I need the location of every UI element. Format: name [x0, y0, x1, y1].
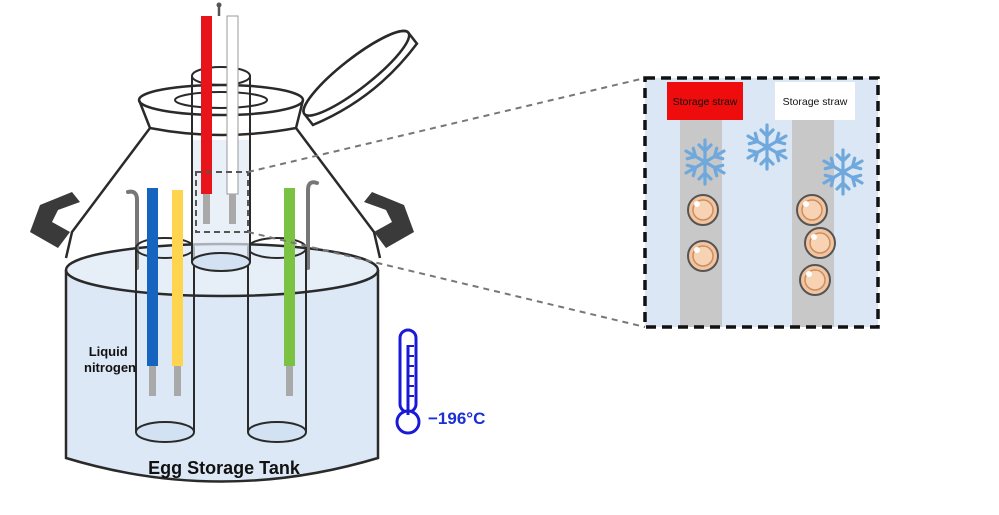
rod-white [226, 15, 239, 195]
liquid-nitrogen-label: Liquid nitrogen [84, 344, 136, 375]
rod-blue [147, 188, 158, 366]
egg-cell-icon [687, 194, 719, 226]
zoom-inset-border [643, 76, 880, 329]
rod-green [284, 188, 295, 366]
liquid-nitrogen-pool [66, 270, 378, 482]
egg-cell-icon [687, 240, 719, 272]
tank-lid [302, 29, 419, 127]
zoom-line-bottom [247, 231, 646, 328]
rod-yellow [172, 190, 183, 366]
tank-title: Egg Storage Tank [148, 458, 301, 478]
straw-label-left: Storage straw [673, 96, 738, 108]
temperature-label: −196°C [428, 409, 485, 428]
straw-label-left-box [667, 82, 743, 120]
thermometer-icon [395, 328, 421, 435]
straw-label-right-box [775, 82, 855, 120]
straw-label-right: Storage straw [783, 96, 848, 108]
tank-outline-lower [64, 270, 380, 483]
zoom-target-box [195, 171, 249, 233]
rod-red [201, 16, 212, 194]
zoom-inset: Storage straw Storage straw [643, 76, 880, 329]
canister-right [247, 237, 307, 443]
egg-cell-icon [799, 264, 831, 296]
tank-handle-left [30, 192, 80, 248]
canister-left [135, 237, 195, 443]
tank-handle-right [364, 192, 414, 248]
central-canister [191, 2, 251, 272]
egg-cell-icon [804, 227, 836, 259]
egg-cell-icon [796, 194, 828, 226]
zoom-line-top [247, 77, 646, 173]
